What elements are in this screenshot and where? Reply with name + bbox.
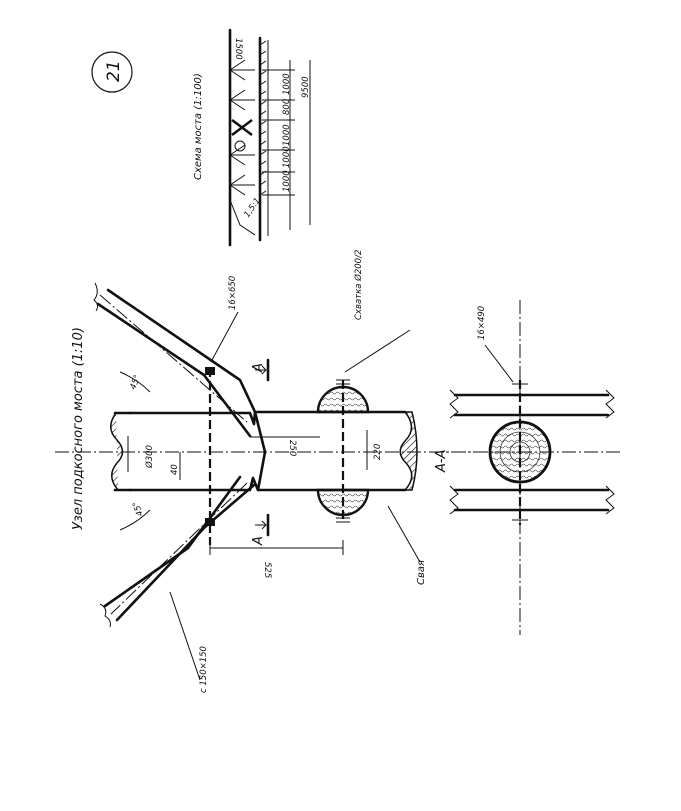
- pile: [110, 410, 418, 492]
- leader-strut: [169, 591, 201, 681]
- cut-letter-bottom: A: [251, 536, 266, 546]
- leader-clamp: [344, 329, 411, 373]
- dim-525: 525: [262, 562, 272, 578]
- dim-pile-diameter: Ø300: [144, 445, 155, 469]
- dim-angle-top: 45°: [128, 373, 143, 391]
- scheme-title: Схема моста (1:100): [193, 73, 204, 180]
- node-view: [55, 282, 520, 681]
- dim-40: 40: [170, 464, 180, 475]
- section-title: A-A: [434, 450, 449, 473]
- drawing-title: Узел подкосного моста (1:10): [71, 327, 86, 530]
- strut-lower: [99, 475, 256, 628]
- scheme-dim-3: 1000: [282, 124, 292, 146]
- section-a-a: [430, 300, 620, 635]
- dim-angle-bottom: 45°: [131, 500, 146, 518]
- label-pile: Свая: [416, 560, 427, 585]
- label-clamp: Схватка Ø200/2: [353, 250, 364, 320]
- leader-bolt-top: [211, 311, 239, 361]
- sheet-number: 21: [104, 60, 124, 82]
- label-strut: с 150×150: [199, 646, 209, 693]
- bridge-scheme: [228, 28, 311, 247]
- scheme-dim-1: 1000: [282, 170, 292, 192]
- cut-letter-top: A: [251, 363, 266, 373]
- scheme-dim-2: 1000: [282, 146, 292, 168]
- sheet-number-circle: [91, 51, 133, 93]
- scheme-dim-4: 800: [282, 99, 292, 115]
- scheme-dim-height: 1500: [233, 38, 243, 60]
- dim-220: 220: [373, 444, 383, 460]
- label-bolt-top: 16×650: [228, 276, 238, 310]
- dim-250: 250: [287, 440, 297, 456]
- scheme-dim-5: 1000: [282, 73, 292, 95]
- strut-upper: [93, 282, 257, 438]
- leader-pile: [387, 505, 421, 563]
- label-bolt-section: 16×490: [477, 306, 487, 340]
- scheme-dim-total: 9500: [301, 76, 311, 98]
